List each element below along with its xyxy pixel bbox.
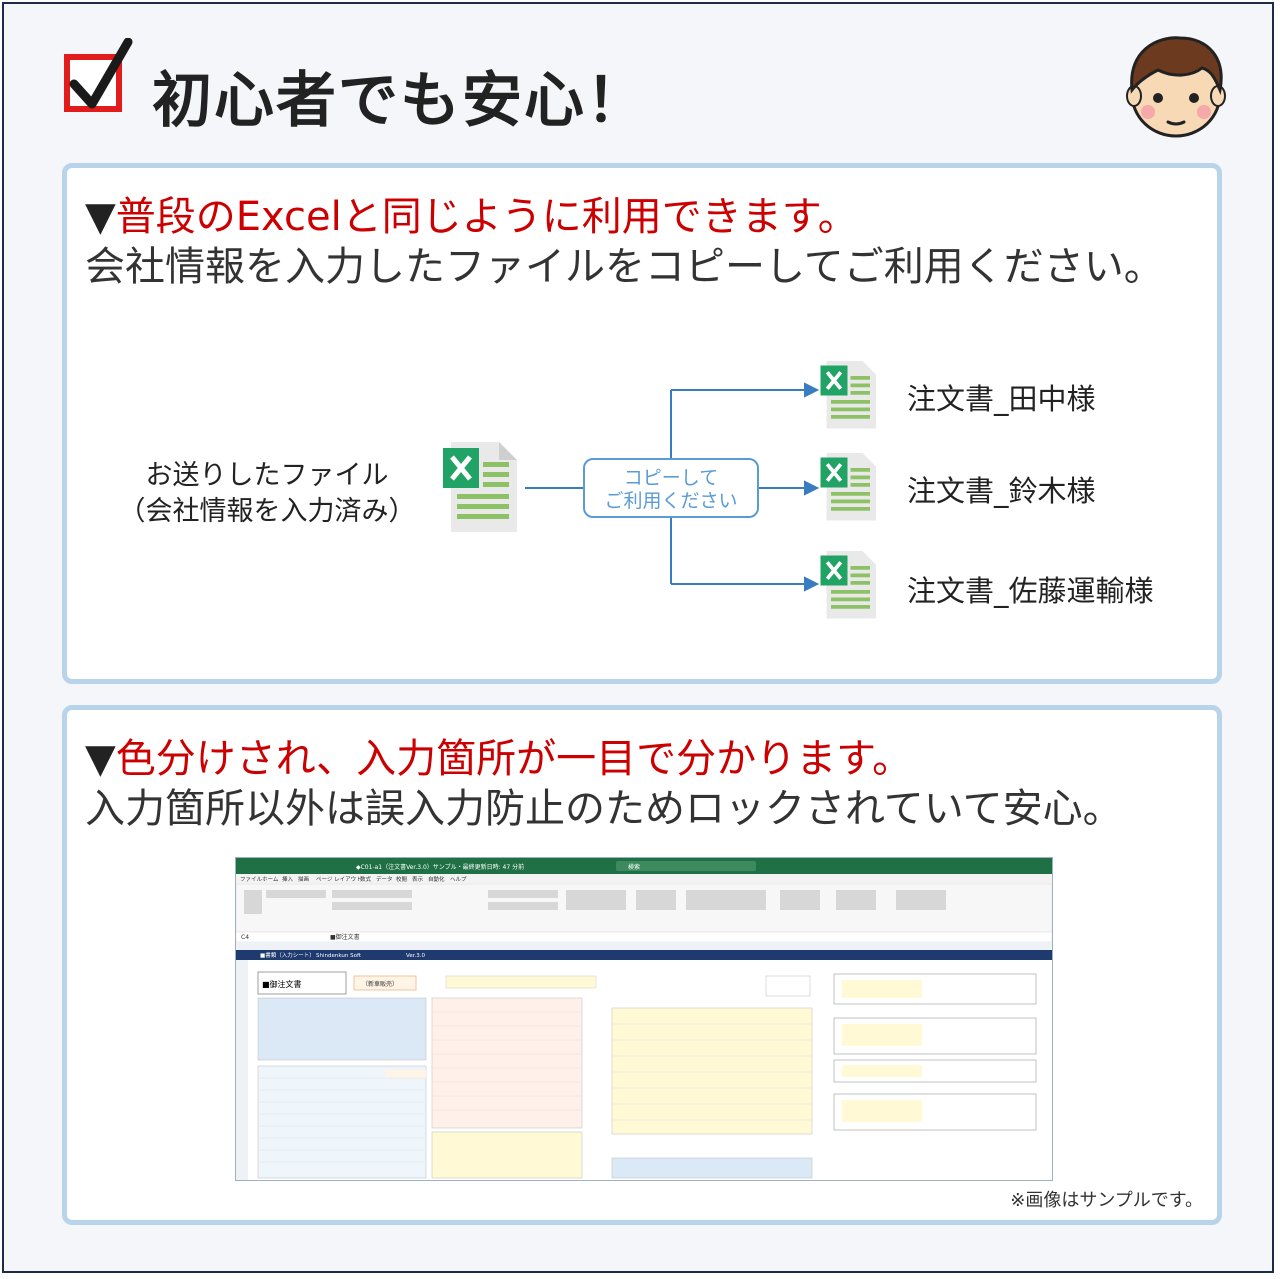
doc-kind: （新車販売） — [362, 980, 398, 988]
excel-search-placeholder: 検索 — [628, 863, 640, 871]
checkbox-icon — [64, 38, 133, 112]
target-file-label: 注文書_田中様 — [907, 382, 1096, 416]
color-coding-panel: ▼色分けされ、入力箇所が一目で分かります。 入力箇所以外は誤入力防止のためロック… — [62, 705, 1222, 1225]
copy-instruction-box: コピーして ご利用ください — [583, 458, 759, 518]
usage-heading: ▼普段のExcelと同じように利用できます。 — [85, 194, 858, 240]
svg-text:ヘルプ: ヘルプ — [450, 876, 467, 883]
svg-text:数式: 数式 — [360, 875, 372, 883]
boy-face-icon — [1118, 30, 1234, 150]
color-coding-heading: ▼色分けされ、入力箇所が一目で分かります。 — [85, 736, 913, 782]
excel-file-icon — [819, 450, 879, 526]
brand-label: Shindenkun Soft — [316, 953, 362, 959]
svg-text:ファイル: ファイル — [240, 876, 263, 883]
svg-text:挿入: 挿入 — [282, 875, 294, 883]
source-file-label: お送りしたファイル （会社情報を入力済み） — [118, 460, 416, 527]
excel-search-box — [616, 861, 756, 871]
version-label: Ver.3.0 — [406, 953, 425, 959]
svg-text:データ: データ — [376, 875, 393, 883]
doc-title: ■御注文書 — [262, 979, 302, 989]
page-title: 初心者でも安心！ — [152, 66, 648, 136]
color-coding-subheading: 入力箇所以外は誤入力防止のためロックされていて安心。 — [85, 786, 1123, 832]
excel-screenshot: ◆C01-a1（注文書Ver.3.0）サンプル・最終更新日時: 47 分前 検索… — [235, 857, 1053, 1181]
formula-bar: ■御注文書 — [330, 933, 360, 941]
svg-text:表示: 表示 — [412, 875, 424, 883]
sheet-tab: ■書類（入力シート） — [260, 951, 315, 959]
excel-file-icon — [819, 358, 879, 434]
excel-file-icon — [819, 548, 879, 624]
usage-panel: ▼普段のExcelと同じように利用できます。 会社情報を入力したファイルをコピー… — [62, 163, 1222, 684]
target-file-label: 注文書_鈴木様 — [907, 474, 1096, 508]
target-file-label: 注文書_佐藤運輸様 — [907, 574, 1154, 608]
sample-note: ※画像はサンプルです。 — [1010, 1190, 1203, 1211]
svg-text:描画: 描画 — [298, 875, 309, 883]
svg-text:ホーム: ホーム — [262, 876, 279, 883]
cell-reference: C4 — [241, 934, 249, 941]
excel-menu: ファイル ホーム 挿入 描画 ページ レイアウト 数式 データ 校閲 表示 自動… — [240, 875, 467, 883]
usage-subheading: 会社情報を入力したファイルをコピーしてご利用ください。 — [85, 244, 1164, 290]
excel-title-bar: ◆C01-a1（注文書Ver.3.0）サンプル・最終更新日時: 47 分前 — [356, 863, 524, 871]
svg-text:校閲: 校閲 — [396, 875, 408, 883]
svg-text:ページ レイアウト: ページ レイアウト — [316, 875, 362, 883]
excel-file-icon — [443, 438, 519, 538]
svg-text:自動化: 自動化 — [428, 875, 445, 883]
copy-arrows — [525, 382, 820, 592]
